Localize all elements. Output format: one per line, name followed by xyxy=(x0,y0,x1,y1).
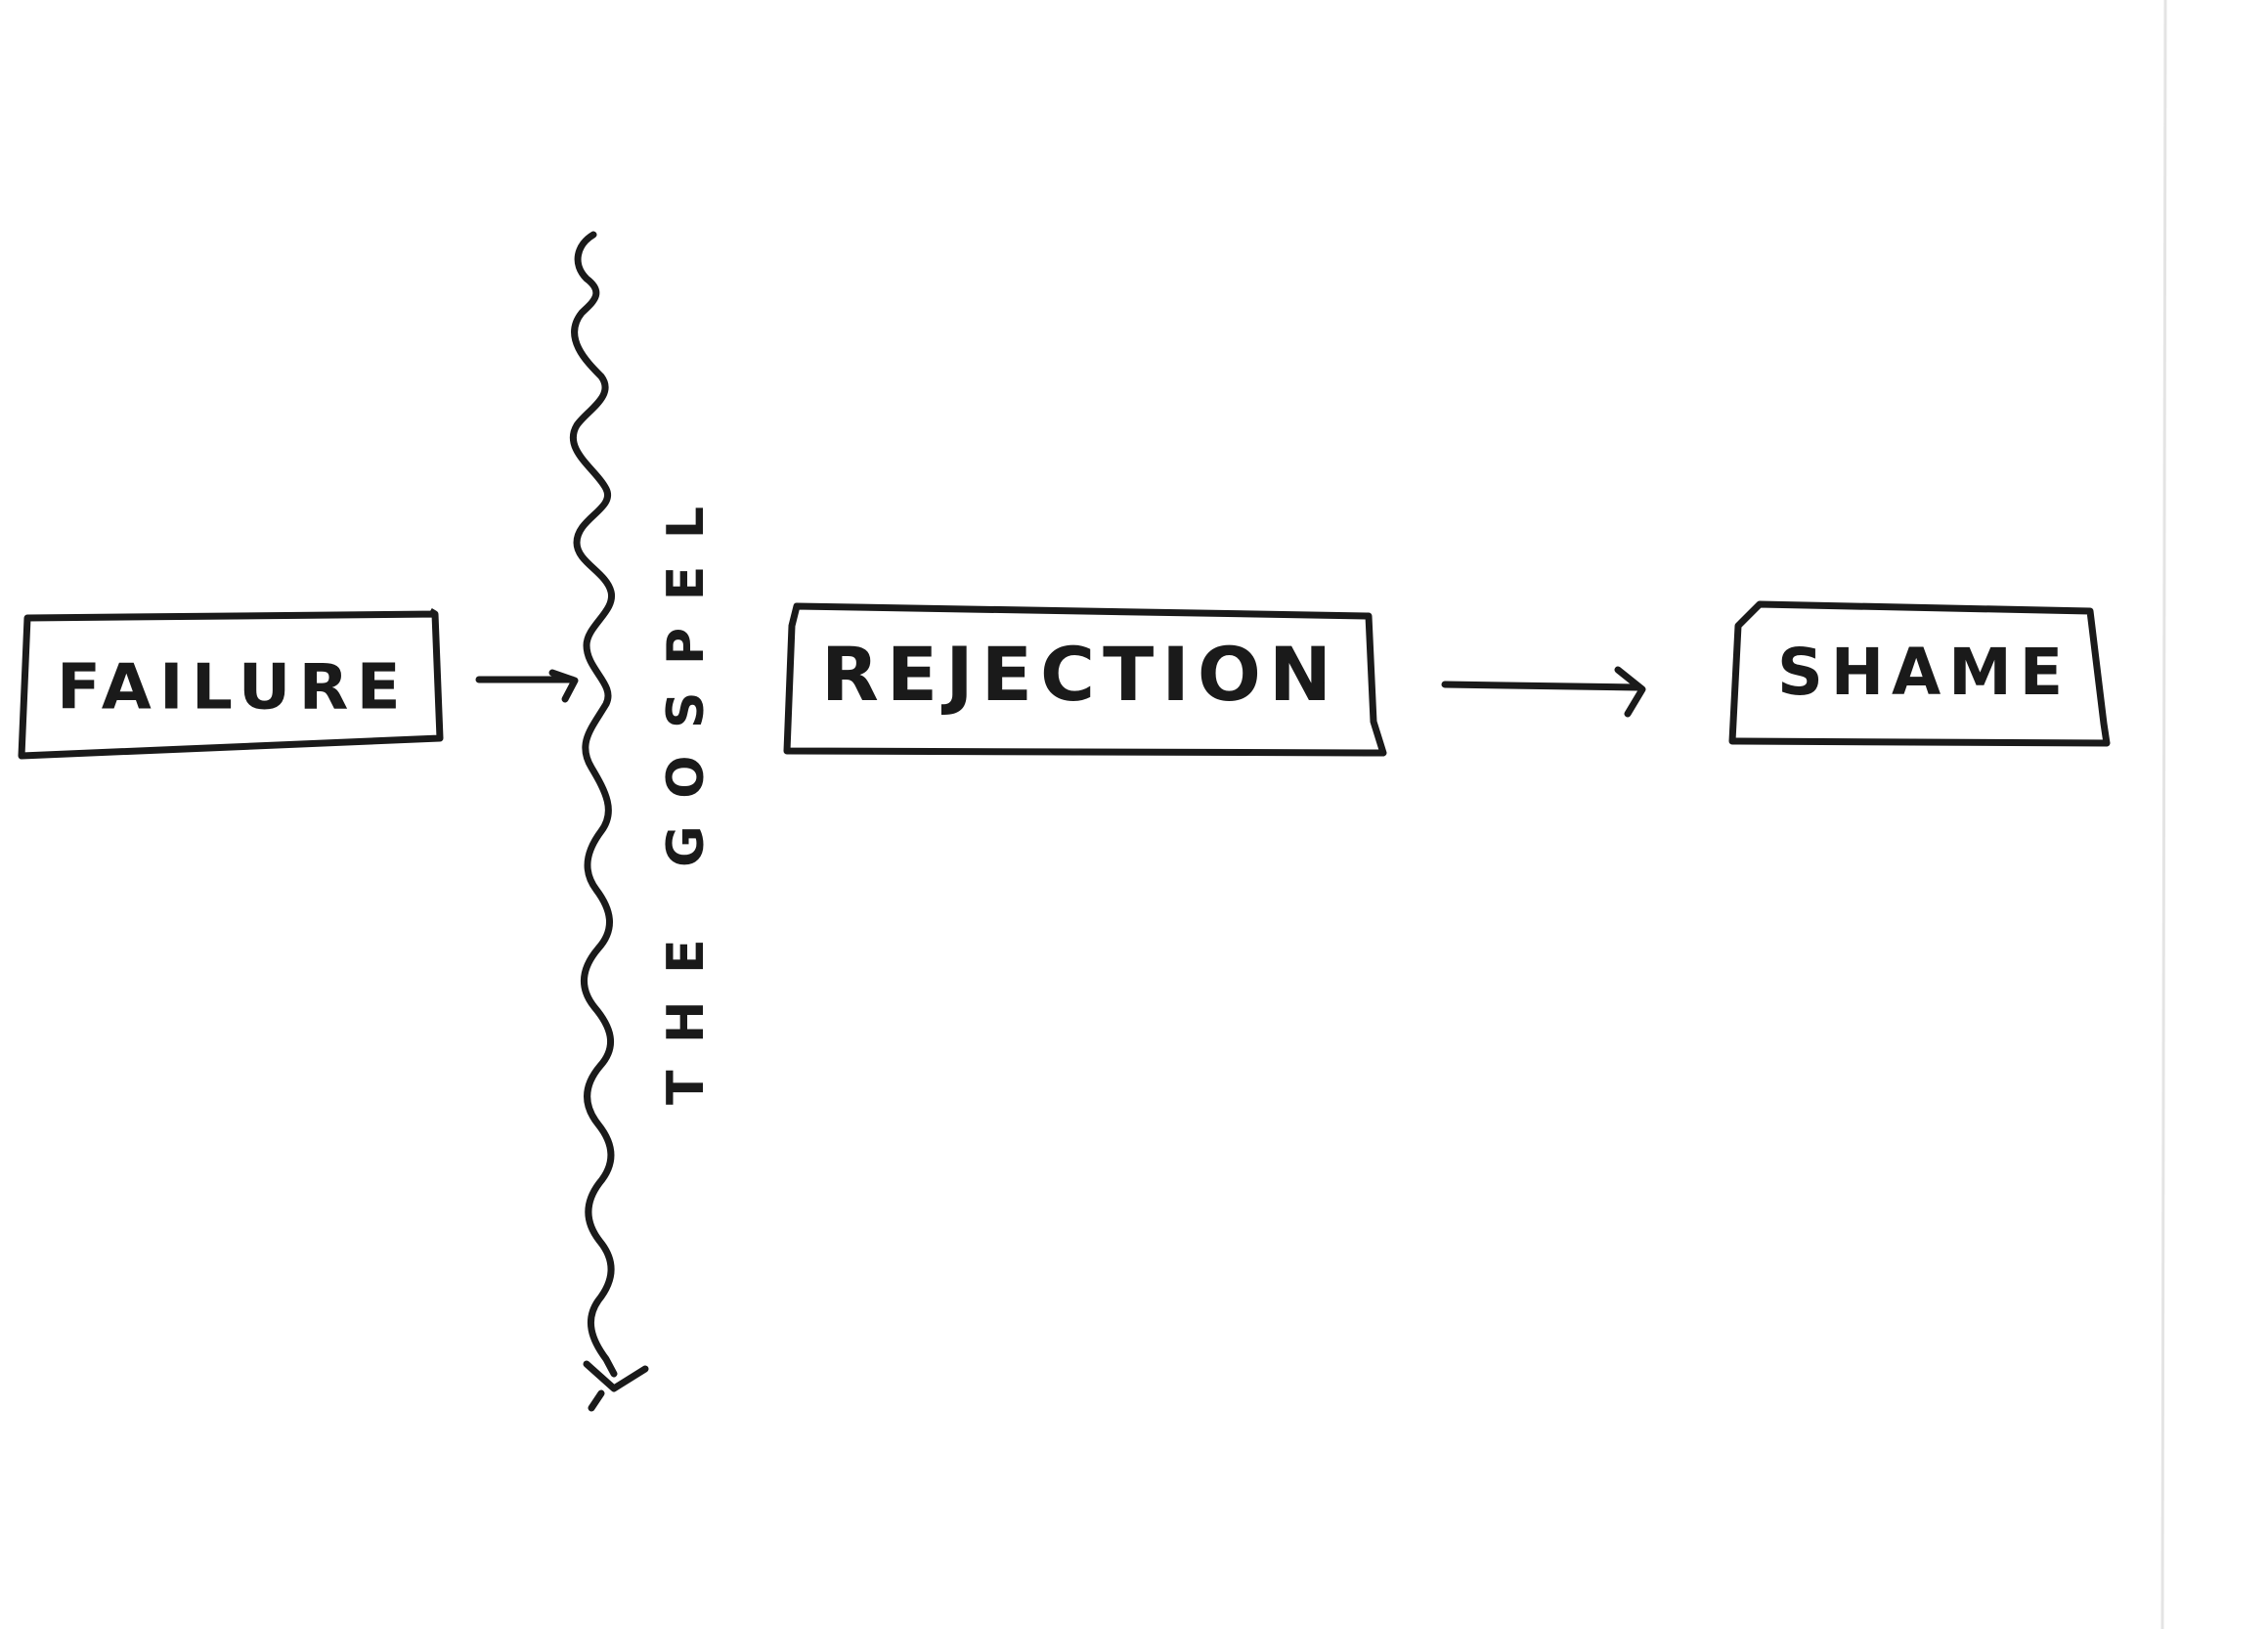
node-shame: SHAME xyxy=(1728,600,2111,747)
edge-failure-to-gospel xyxy=(475,669,579,703)
node-failure-label: FAILURE xyxy=(57,652,409,725)
paper-edge xyxy=(2160,0,2167,1629)
edge-rejection-line xyxy=(1441,681,1641,691)
barrier-bottom-arrowhead xyxy=(583,1360,649,1412)
barrier-wavy-line xyxy=(569,231,618,1378)
node-shame-label: SHAME xyxy=(1777,635,2071,710)
node-rejection: REJECTION xyxy=(783,602,1387,757)
node-shame-box xyxy=(1728,600,2111,747)
barrier-the-gospel: THE GOSPEL xyxy=(569,231,716,1412)
node-failure-box xyxy=(18,607,444,760)
barrier-label: THE GOSPEL xyxy=(657,499,716,1105)
edge-failure-arrowhead xyxy=(548,669,579,703)
node-rejection-label: REJECTION xyxy=(821,631,1339,718)
node-rejection-box xyxy=(783,602,1387,757)
node-failure: FAILURE xyxy=(18,607,444,760)
edge-rejection-to-shame xyxy=(1441,666,1646,718)
edge-rejection-arrowhead xyxy=(1614,666,1646,718)
